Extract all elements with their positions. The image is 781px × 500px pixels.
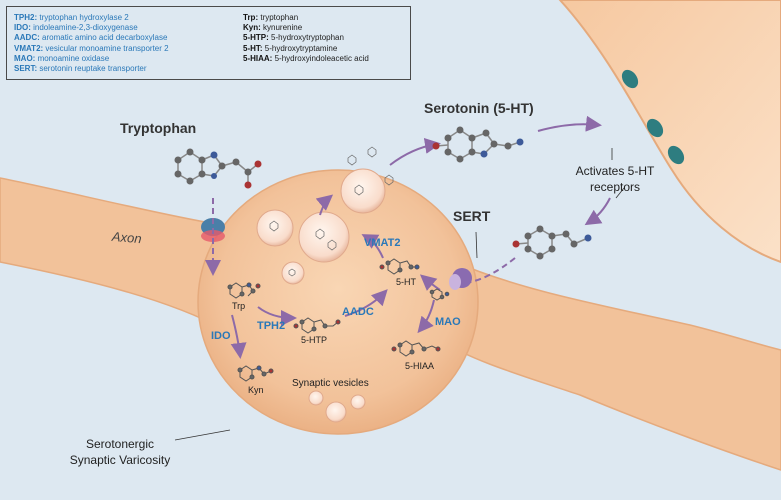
arrow-to-5ht — [419, 274, 441, 291]
ido-label: IDO — [211, 330, 231, 342]
5ht-receptors — [621, 69, 685, 165]
arrow-sert-reuptake — [469, 257, 516, 283]
mao-label: MAO — [435, 316, 461, 328]
legend-abbr: AADC: — [14, 33, 40, 43]
aadc-label: AADC — [342, 306, 374, 318]
kyn-molecule-icon — [237, 365, 274, 382]
trp-transporter — [201, 218, 225, 242]
legend-row: MAO: monoamine oxidase — [14, 54, 169, 64]
5hiaa-label: 5-HIAA — [405, 361, 435, 371]
tph2-label: TPH2 — [257, 320, 286, 332]
arrow-release — [389, 137, 441, 166]
legend-abbr: SERT: — [14, 64, 38, 74]
legend-abbr: VMAT2: — [14, 43, 44, 53]
hiaa-molecule-icon — [391, 340, 441, 357]
tryptophan-title: Tryptophan — [120, 120, 197, 136]
arrow-receptor-back — [584, 197, 611, 226]
kyn-label: Kyn — [248, 385, 264, 395]
axon-shape — [0, 177, 233, 332]
activates-line-2: receptors — [589, 180, 641, 194]
tryptophan-molecule-icon — [174, 148, 262, 189]
legend-full: vesicular monoamine transporter 2 — [45, 43, 169, 53]
arrow-ido — [230, 314, 247, 359]
legend-full: monoamine oxidase — [37, 53, 110, 63]
sert-5ht-molecule-icon — [429, 288, 450, 301]
legend-full: kynurenine — [263, 23, 303, 33]
legend-row: 5-HT: 5-hydroxytryptamine — [243, 44, 369, 54]
synaptic-vesicles-label: Synaptic vesicles — [292, 378, 369, 389]
varicosity-line-1: Serotonergic — [85, 437, 155, 451]
legend-abbr: Kyn: — [243, 23, 261, 33]
legend-row: TPH2: tryptophan hydroxylase 2 — [14, 13, 169, 23]
legend-full: aromatic amino acid decarboxylase — [42, 33, 168, 43]
sert-transporter — [449, 268, 472, 290]
legend-full: 5-hydroxytryptophan — [271, 33, 344, 43]
legend-abbr: 5-HIAA: — [243, 53, 273, 63]
legend-abbr: TPH2: — [14, 13, 38, 22]
legend-full: indoleamine-2,3-dioxygenase — [33, 23, 138, 33]
legend-box: TPH2: tryptophan hydroxylase 2 IDO: indo… — [6, 6, 411, 80]
ht-molecule-icon — [379, 258, 420, 275]
pointer-lines — [174, 148, 625, 441]
htp-molecule-icon — [293, 317, 341, 334]
varicosity-line-2: Synaptic Varicosity — [69, 453, 171, 467]
activates-line-1: Activates 5-HT — [575, 164, 655, 178]
legend-molecules: Trp: tryptophan Kyn: kynurenine 5-HTP: 5… — [243, 13, 369, 64]
legend-full: serotonin reuptake transporter — [39, 64, 147, 74]
legend-row: IDO: indoleamine-2,3-dioxygenase — [14, 23, 169, 33]
axon-label: Axon — [111, 228, 143, 247]
reuptake-serotonin-molecule-icon — [512, 225, 592, 260]
pathway-arrows — [205, 115, 611, 359]
legend-full: tryptophan — [260, 13, 299, 22]
small-molecule-icons — [227, 258, 450, 382]
legend-abbr: MAO: — [14, 53, 36, 63]
arrow-mao — [417, 299, 435, 334]
legend-abbr: 5-HT: — [243, 43, 263, 53]
arrow-aadc — [344, 289, 388, 317]
arrow-vesicle-out — [315, 194, 334, 216]
varicosity-label: Serotonergic Synaptic Varicosity — [60, 436, 180, 468]
trp-molecule-icon — [227, 282, 261, 299]
legend-full: 5-hydroxyindoleacetic acid — [274, 53, 369, 63]
arrow-vmat2 — [361, 234, 384, 259]
legend-row: VMAT2: vesicular monoamine transporter 2 — [14, 44, 169, 54]
legend-row: Trp: tryptophan — [243, 13, 369, 23]
5htp-label: 5-HTP — [301, 335, 328, 345]
arrow-to-receptors — [537, 115, 602, 132]
serotonin-molecule-icon — [432, 126, 524, 163]
legend-enzymes: TPH2: tryptophan hydroxylase 2 IDO: indo… — [14, 13, 169, 74]
released-molecules — [269, 146, 394, 277]
postsynaptic-neuron — [558, 0, 781, 264]
axon-outgoing — [439, 260, 781, 471]
legend-row: 5-HIAA: 5-hydroxyindoleacetic acid — [243, 54, 369, 64]
trp-label: Trp — [232, 301, 246, 311]
legend-row: 5-HTP: 5-hydroxytryptophan — [243, 33, 369, 43]
legend-row: AADC: aromatic amino acid decarboxylase — [14, 33, 169, 43]
legend-full: 5-hydroxytryptamine — [264, 43, 338, 53]
5ht-label: 5-HT — [396, 277, 416, 287]
legend-full: tryptophan hydroxylase 2 — [39, 13, 129, 22]
activates-receptors-label: Activates 5-HT receptors — [556, 163, 674, 195]
vmat2-label: VMAT2 — [364, 237, 401, 249]
serotonin-title: Serotonin (5-HT) — [424, 100, 534, 116]
legend-abbr: 5-HTP: — [243, 33, 269, 43]
legend-row: SERT: serotonin reuptake transporter — [14, 64, 169, 74]
sert-title: SERT — [453, 208, 491, 224]
legend-row: Kyn: kynurenine — [243, 23, 369, 33]
legend-abbr: IDO: — [14, 23, 31, 33]
legend-abbr: Trp: — [243, 13, 259, 22]
arrow-tph2 — [257, 306, 297, 326]
